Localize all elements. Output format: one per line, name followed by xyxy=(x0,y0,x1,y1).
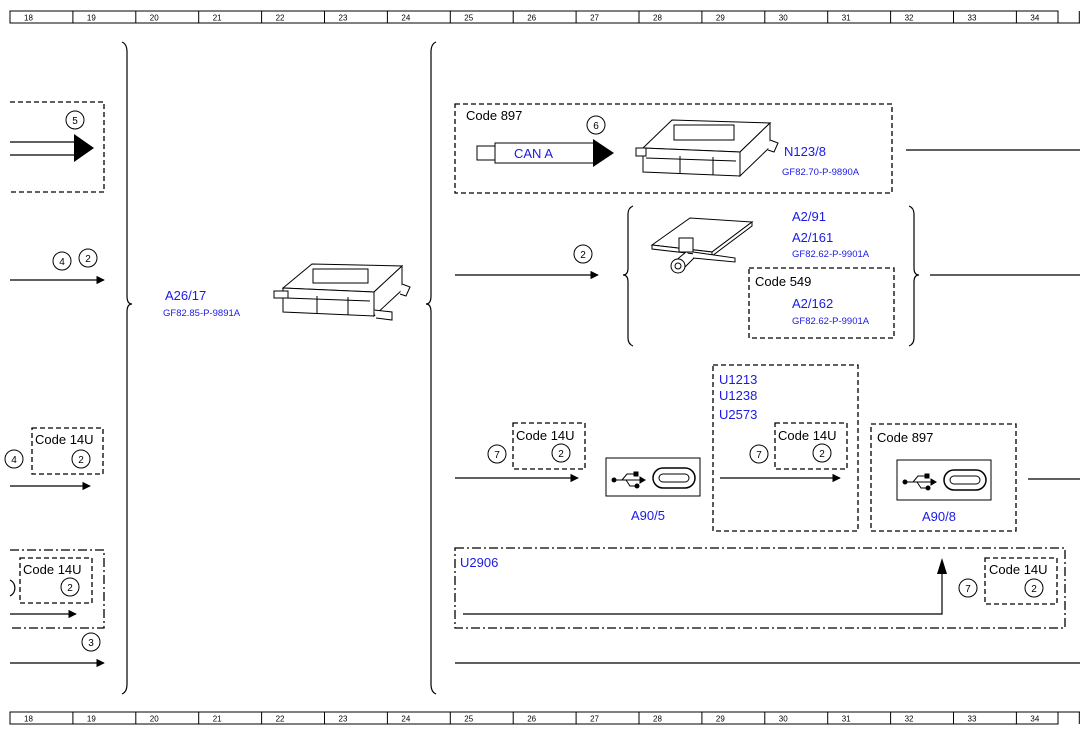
left-brace xyxy=(121,41,133,695)
ruler-number: 24 xyxy=(401,715,410,724)
component-a26-17: A26/17 GF82.85-P-9891A xyxy=(163,263,411,321)
ruler-number: 22 xyxy=(276,14,285,23)
unit-label: U2573 xyxy=(719,407,757,422)
ruler-number: 34 xyxy=(1030,715,1039,724)
marker-number: 2 xyxy=(580,250,586,261)
top-box: Code 897 6 CAN A N123/8 GF82.70-P-9890A xyxy=(454,103,893,194)
component-label: A90/8 xyxy=(922,509,956,524)
marker-number: 2 xyxy=(819,449,825,460)
component-ref: GF82.85-P-9891A xyxy=(163,308,241,319)
marker-number: 4 xyxy=(59,257,65,268)
ruler-number: 28 xyxy=(653,14,662,23)
ruler-number: 18 xyxy=(24,715,33,724)
code-label: Code 14U xyxy=(23,562,82,577)
marker-number: 6 xyxy=(593,121,599,132)
ruler-number: 33 xyxy=(968,14,977,23)
code-label: Code 14U xyxy=(778,428,837,443)
unit-label: U1213 xyxy=(719,372,757,387)
component-label: A2/91 xyxy=(792,209,826,224)
ruler-number: 23 xyxy=(339,14,348,23)
ruler-number: 32 xyxy=(905,14,914,23)
component-ref: GF82.70-P-9890A xyxy=(782,167,860,178)
ruler-number: 26 xyxy=(527,14,536,23)
marker-number: 4 xyxy=(11,455,17,466)
usb-socket-a90-8: A90/8 xyxy=(896,459,992,524)
usb-row: 7 Code 14U 2 A90/5 U1213 U1238 U25 xyxy=(455,364,1080,532)
component-label: A90/5 xyxy=(631,508,665,523)
component-label: A2/161 xyxy=(792,230,833,245)
marker-number: 2 xyxy=(558,449,564,460)
mid-brace xyxy=(425,41,437,695)
ruler-number: 19 xyxy=(87,715,96,724)
component-ref: GF82.62-P-9901A xyxy=(792,249,870,260)
antenna-group: 2 A2/91 A2/161 GF82.62-P-9901A Code 549 … xyxy=(455,205,1080,347)
ruler-number: 22 xyxy=(276,715,285,724)
ruler-number: 34 xyxy=(1030,14,1039,23)
component-ref: GF82.62-P-9901A xyxy=(792,316,870,327)
code-label: Code 14U xyxy=(35,432,94,447)
ruler-number: 31 xyxy=(842,14,851,23)
antenna-module-icon xyxy=(650,217,754,274)
ruler-number: 32 xyxy=(905,715,914,724)
ruler-number: 19 xyxy=(87,14,96,23)
ruler-number: 20 xyxy=(150,14,159,23)
usb-socket-a90-5: A90/5 xyxy=(605,457,701,523)
marker-number: 5 xyxy=(72,116,78,127)
ruler-number: 23 xyxy=(339,715,348,724)
usb-icon xyxy=(611,471,646,489)
ruler-number: 25 xyxy=(464,715,473,724)
unit-label: U2906 xyxy=(460,555,498,570)
ruler-number: 24 xyxy=(401,14,410,23)
marker-circle xyxy=(65,110,85,130)
ruler-number: 21 xyxy=(213,715,222,724)
ruler-number: 30 xyxy=(779,715,788,724)
marker-number: 7 xyxy=(965,584,971,595)
top-ruler: 18 19 20 21 22 23 24 25 26 27 28 29 30 31 32 33 34 xyxy=(9,10,1080,24)
svg-text:2: 2 xyxy=(78,455,84,466)
component-label: A2/162 xyxy=(792,296,833,311)
marker-number: 2 xyxy=(67,583,73,594)
marker-number: 7 xyxy=(756,450,762,461)
ruler-number: 27 xyxy=(590,14,599,23)
ruler-number: 28 xyxy=(653,715,662,724)
marker-number: 7 xyxy=(494,450,500,461)
component-label: N123/8 xyxy=(784,144,826,159)
ruler-number: 18 xyxy=(24,14,33,23)
unit-label: U1238 xyxy=(719,388,757,403)
ruler-number: 27 xyxy=(590,715,599,724)
ruler-number: 29 xyxy=(716,14,725,23)
usb-icon xyxy=(902,473,937,491)
ruler-number: 26 xyxy=(527,715,536,724)
ruler-number: 30 xyxy=(779,14,788,23)
ruler-number: 33 xyxy=(968,715,977,724)
code-label: Code 549 xyxy=(755,274,811,289)
bottom-ruler: 18 19 20 21 22 23 24 25 26 27 28 29 30 31 32 33 34 xyxy=(9,711,1080,725)
marker-number: 2 xyxy=(1031,584,1037,595)
ruler-number: 20 xyxy=(150,715,159,724)
code-label: Code 14U xyxy=(989,562,1048,577)
ruler-number: 25 xyxy=(464,14,473,23)
ruler-number: 21 xyxy=(213,14,222,23)
control-unit-icon xyxy=(635,119,779,178)
marker-number: 3 xyxy=(88,638,94,649)
ruler-number: 31 xyxy=(842,715,851,724)
control-unit-icon xyxy=(273,263,411,321)
can-label: CAN A xyxy=(514,146,553,161)
ruler-number: 29 xyxy=(716,715,725,724)
bottom-box: U2906 7 Code 14U 2 xyxy=(454,547,1066,629)
left-column: 5 4 2 Code 14U 2 4 Code 14U 2 3 xyxy=(4,101,105,668)
code-label: Code 14U xyxy=(516,428,575,443)
marker-number: 2 xyxy=(85,254,91,265)
code-label: Code 897 xyxy=(877,430,933,445)
component-label: A26/17 xyxy=(165,288,206,303)
code-label: Code 897 xyxy=(466,108,522,123)
